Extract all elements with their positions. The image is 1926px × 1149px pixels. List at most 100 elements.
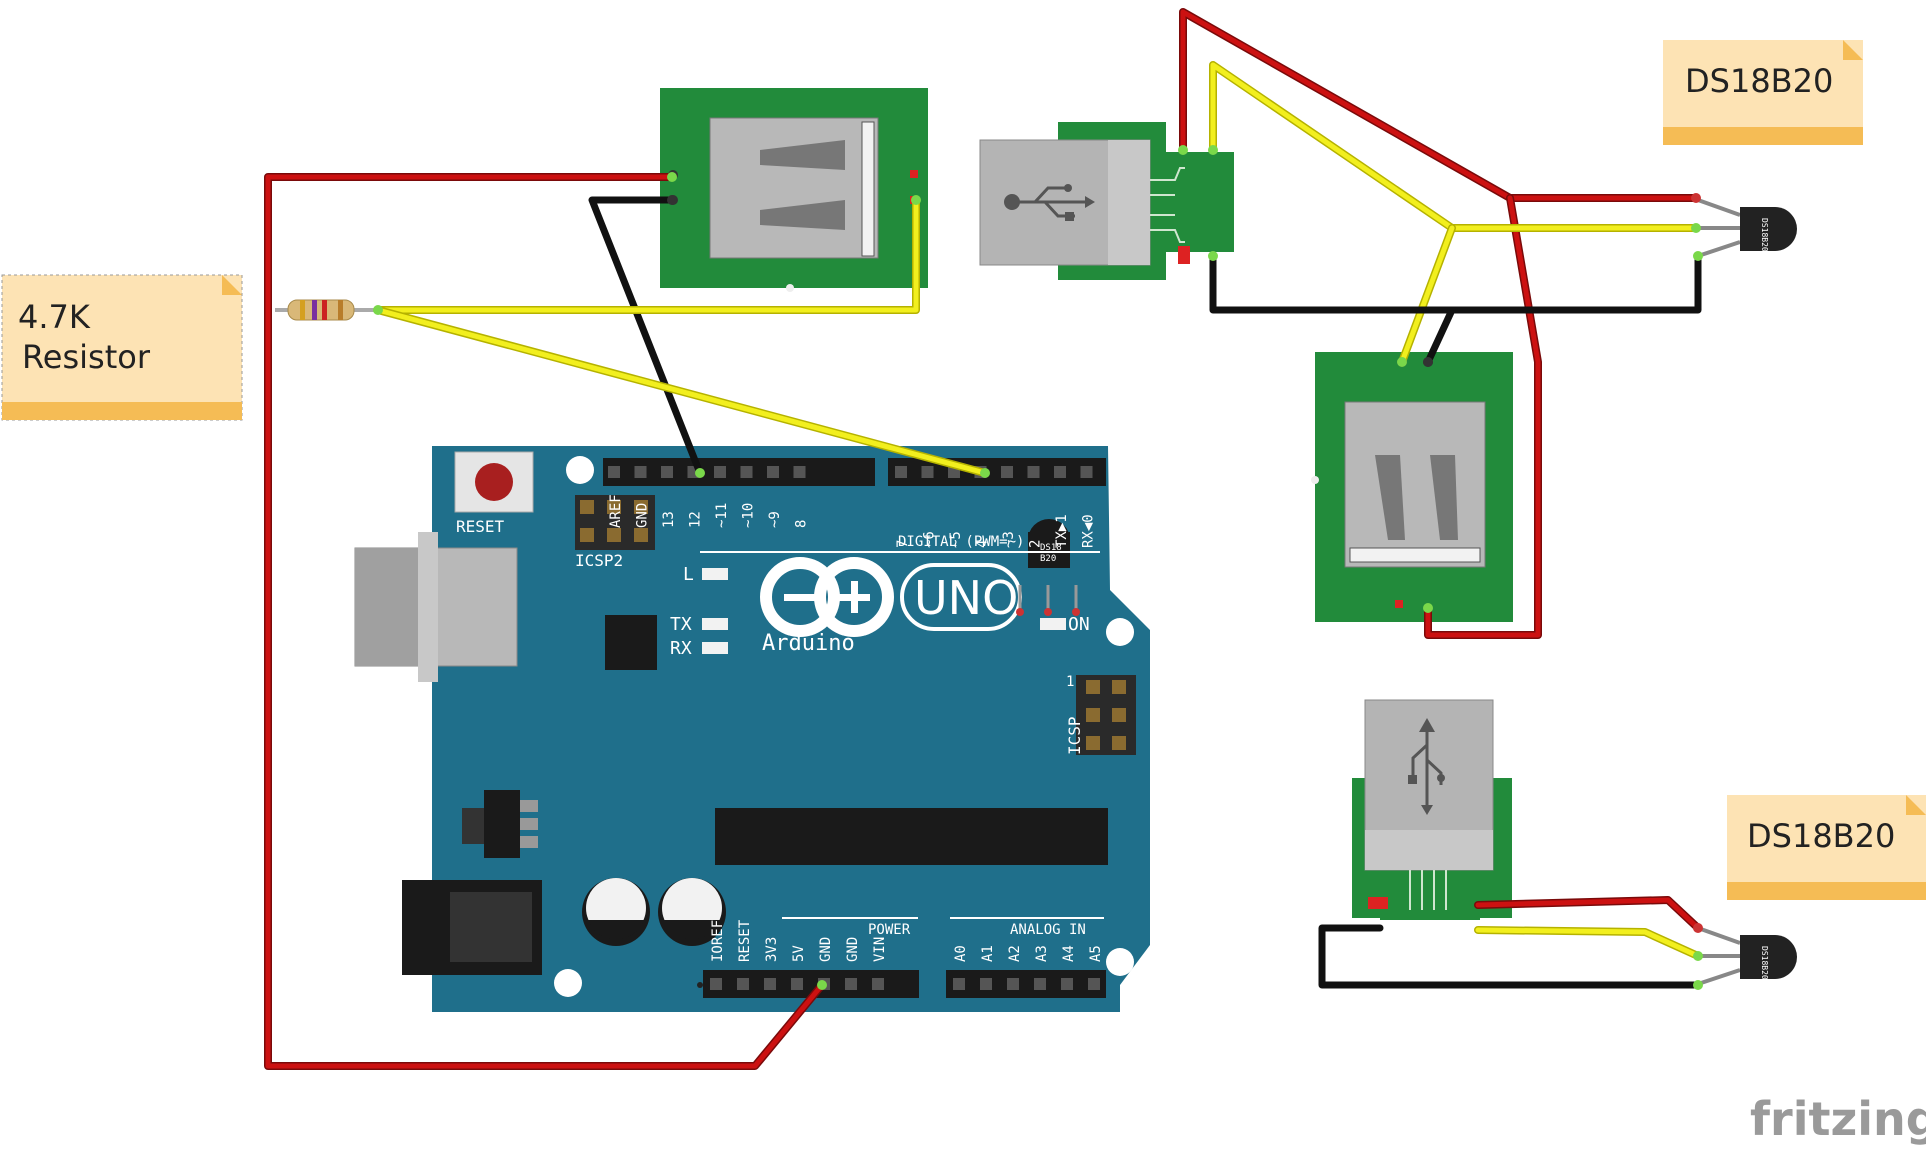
analog-pin[interactable] (1061, 978, 1073, 990)
digital-pin[interactable] (740, 466, 753, 478)
led-rx-label: RX (670, 638, 692, 659)
digital-pin-label: ~3 (1001, 531, 1017, 548)
analog-pin[interactable] (1034, 978, 1046, 990)
digital-pin-label: 4 (975, 540, 991, 548)
analog-pin[interactable] (1007, 978, 1019, 990)
usb-b-board-top[interactable] (979, 122, 1234, 280)
board-brand: Arduino (762, 631, 855, 656)
analog-label: ANALOG IN (1010, 922, 1086, 938)
wire-black-bottom[interactable] (1318, 924, 1702, 989)
power-pin[interactable] (845, 978, 857, 990)
icsp2-header (575, 495, 655, 550)
arduino-uno-board[interactable]: RESET ICSP2 (354, 446, 1150, 1012)
digital-pin-label: ~5 (948, 531, 964, 548)
digital-pin[interactable] (714, 466, 726, 478)
power-pin[interactable] (791, 978, 803, 990)
analog-pin-label: A4 (1061, 945, 1077, 962)
power-label: POWER (868, 922, 911, 938)
power-pin-label: 3V3 (764, 937, 780, 962)
digital-pin-label: GND (635, 503, 651, 528)
board-model: UNO (914, 571, 1018, 625)
usb-socket-board-right[interactable] (1311, 352, 1513, 622)
icsp-label: ICSP (1065, 716, 1084, 755)
led-tx (702, 618, 728, 630)
digital-pin[interactable] (608, 466, 620, 478)
digital-pin[interactable] (1001, 466, 1013, 478)
power-pin[interactable] (710, 978, 722, 990)
arduino-logo-icon (760, 557, 1022, 637)
digital-pin[interactable] (793, 466, 806, 478)
resistor-4k7[interactable] (275, 299, 380, 321)
usb-b-board-bottom[interactable] (1352, 699, 1512, 920)
digital-pin[interactable] (1054, 466, 1066, 478)
atmega-chip (715, 808, 1108, 865)
capacitor-right (658, 878, 726, 946)
digital-pin[interactable] (661, 466, 673, 478)
ds18b20-sensor-bottom[interactable]: DS18B20 (1697, 926, 1797, 986)
led-on (1040, 618, 1066, 630)
power-pin[interactable] (872, 978, 884, 990)
digital-pin[interactable] (1080, 466, 1093, 478)
usb-symbol-icon-bottom (1408, 718, 1445, 815)
onboard-ds18b20-sensor[interactable]: DS18 B20 (1016, 519, 1080, 616)
wire-yellow-top-right[interactable] (1209, 61, 1700, 232)
digital-pin-label: TX▶1 (1054, 514, 1070, 548)
digital-pin-label: ~6 (922, 531, 938, 548)
power-pin-label: IOREF (710, 920, 726, 962)
icsp-header (1076, 675, 1136, 755)
digital-pin[interactable] (767, 466, 779, 478)
wire-endpoints (373, 145, 1703, 990)
digital-pin[interactable] (634, 466, 647, 478)
note-resistor-line1: 4.7K (18, 298, 91, 336)
ds18b20-sensor-top[interactable]: DS18B20 (1697, 198, 1797, 258)
digital-pin-label: ~10 (741, 503, 757, 528)
power-jack (402, 880, 542, 975)
analog-pins (953, 978, 1100, 990)
sensor-top-chip-label: DS18B20 (1760, 218, 1769, 252)
digital-pin-label: ~9 (767, 511, 783, 528)
fritzing-watermark: fritzing (1750, 1092, 1926, 1146)
led-l (702, 568, 728, 580)
digital-pin-label: 12 (688, 511, 704, 528)
power-pin-label: 5V (791, 945, 807, 962)
digital-pin-label: ~11 (714, 503, 730, 528)
power-pin[interactable] (764, 978, 776, 990)
digital-pin[interactable] (895, 466, 907, 478)
digital-pin-label: 8 (794, 520, 810, 528)
analog-pin-label: A2 (1007, 945, 1023, 962)
reset-label: RESET (456, 517, 505, 536)
note-sensor-top[interactable]: DS18B20 (1663, 40, 1863, 145)
digital-pins (608, 466, 1093, 478)
analog-pin[interactable] (980, 978, 992, 990)
power-pin[interactable] (737, 978, 749, 990)
wire-red-top-right[interactable] (1179, 8, 1700, 202)
note-sensor-top-label: DS18B20 (1685, 62, 1833, 100)
digital-pin-label: AREF (608, 494, 624, 528)
analog-pin-label: A1 (980, 945, 996, 962)
note-sensor-bottom-label: DS18B20 (1747, 817, 1895, 855)
analog-pin[interactable] (953, 978, 965, 990)
reset-button[interactable] (454, 451, 534, 513)
note-sensor-bottom[interactable]: DS18B20 (1727, 795, 1926, 900)
onboard-sensor-label-2: B20 (1040, 554, 1056, 564)
digital-pin[interactable] (1027, 466, 1040, 478)
digital-pin-label: RX◀0 (1081, 514, 1097, 548)
analog-header (946, 970, 1106, 998)
usb-b-jack (354, 532, 518, 682)
note-resistor[interactable]: 4.7K Resistor (1, 274, 243, 421)
digital-pin-label: 7 (895, 540, 911, 548)
digital-pin[interactable] (921, 466, 934, 478)
power-pin-label: RESET (737, 919, 753, 962)
note-resistor-line2: Resistor (22, 338, 151, 376)
wires (264, 8, 1702, 1070)
analog-pin-label: A5 (1088, 945, 1104, 962)
digital-header-left (603, 458, 875, 486)
led-on-label: ON (1068, 614, 1090, 635)
analog-pin[interactable] (1088, 978, 1100, 990)
led-tx-label: TX (670, 614, 692, 635)
usb-socket-board-top[interactable] (660, 88, 928, 292)
wire-black-top-right[interactable] (1209, 252, 1702, 314)
